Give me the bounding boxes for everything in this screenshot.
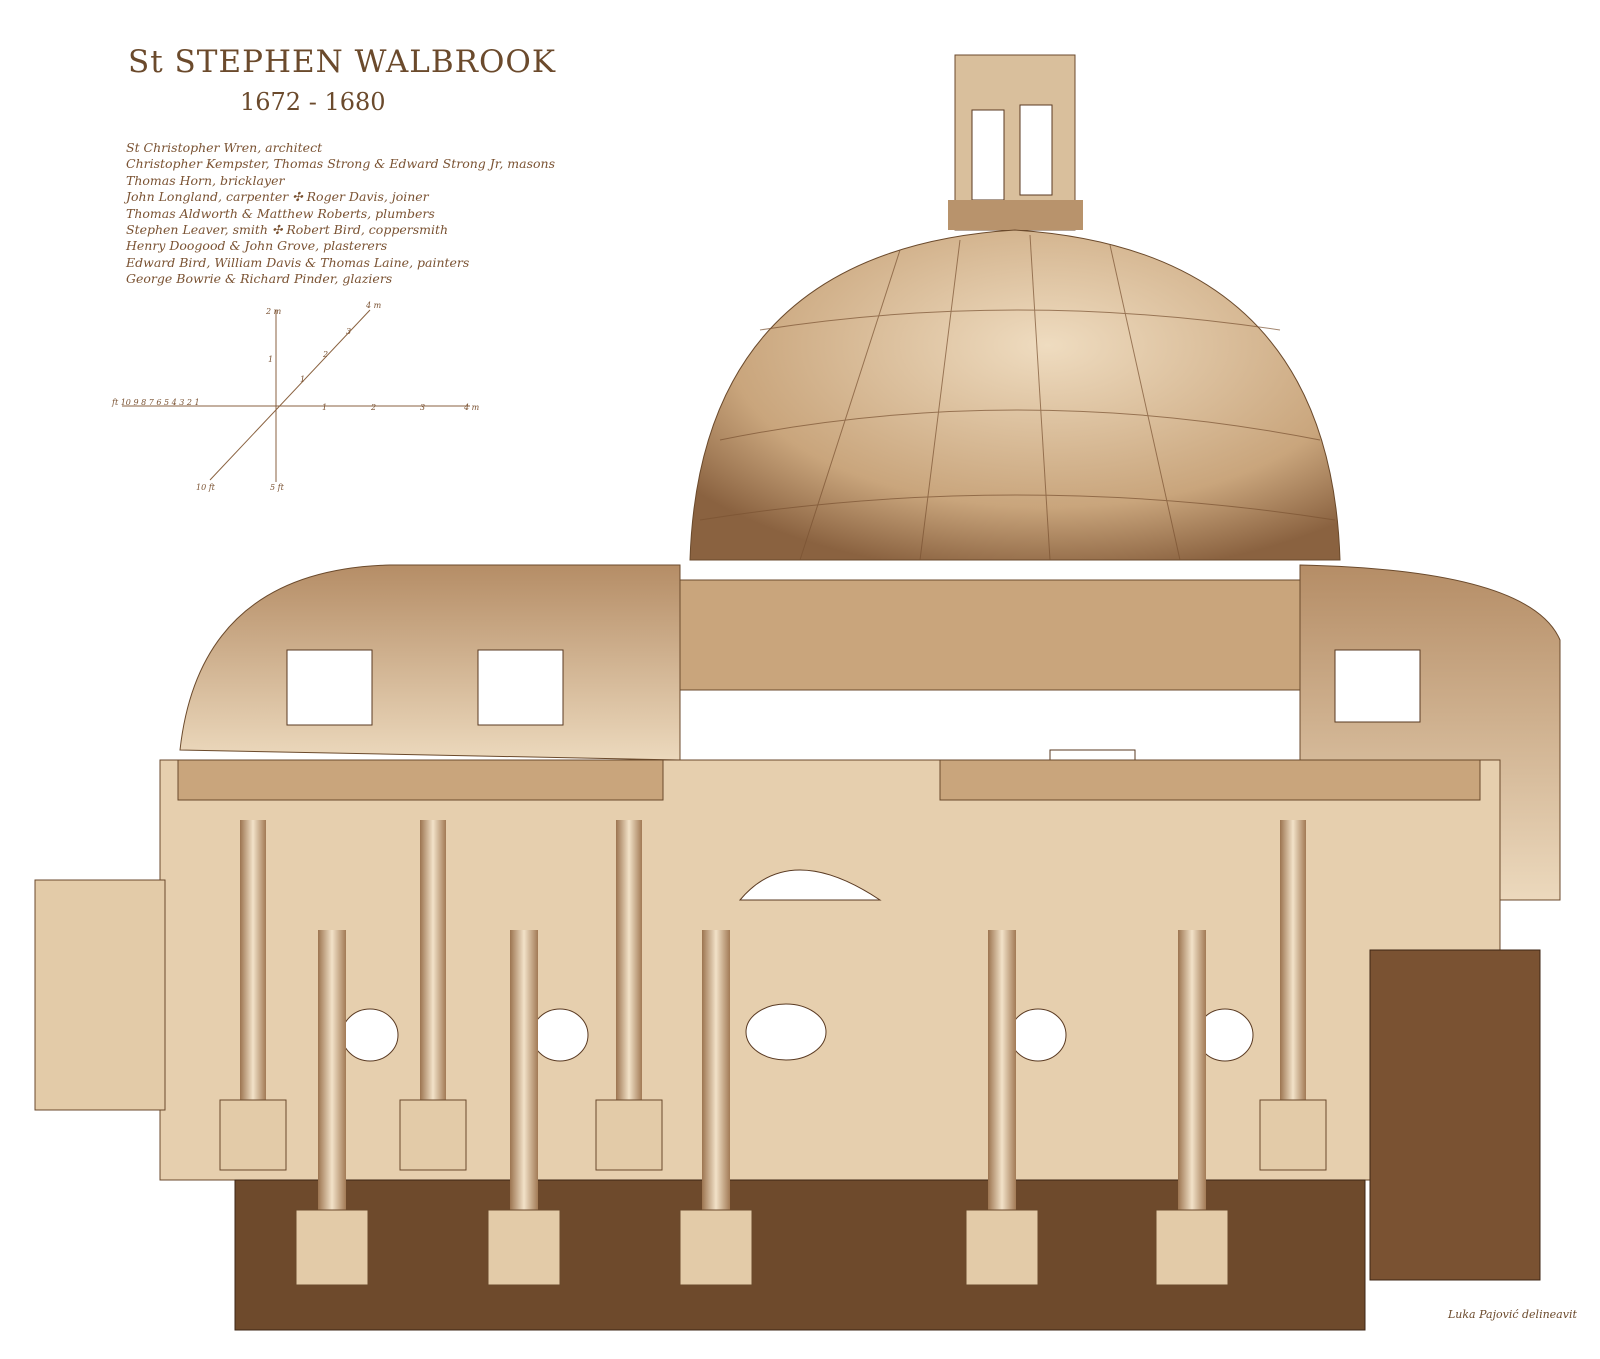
artist-signature: Luka Pajović delineavit [1448, 1308, 1577, 1321]
credit-line: Edward Bird, William Davis & Thomas Lain… [126, 254, 470, 270]
drawing-dates: 1672 - 1680 [240, 88, 386, 116]
scale-diag-tick: 1 [300, 375, 305, 384]
credit-line: Christopher Kempster, Thomas Strong & Ed… [126, 156, 556, 172]
scale-diag-bottom: 10 ft [196, 483, 216, 492]
scale-diag-tick: 2 [322, 350, 328, 359]
left-annex [34, 879, 166, 1111]
credit-line: George Bowrie & Richard Pinder, glaziers [126, 271, 393, 287]
scale-h-tick: 1 [322, 403, 327, 412]
scale-v-top: 2 m [265, 307, 282, 316]
credit-line: Thomas Horn, bricklayer [126, 172, 285, 188]
left-vault [179, 564, 681, 761]
scale-diag-tick: 3 [346, 327, 351, 336]
credit-line: Stephen Leaver, smith ✣ Robert Bird, cop… [126, 222, 449, 238]
columns [219, 820, 1327, 1286]
scale-h-left: ft 10 9 8 7 6 5 4 3 2 1 [111, 398, 200, 407]
lantern [948, 54, 1083, 231]
scale-v-bottom: 5 ft [270, 483, 285, 492]
dome [689, 229, 1341, 561]
scale-h-tick: 2 [370, 403, 376, 412]
drawing-title: St STEPHEN WALBROOK [128, 44, 556, 80]
credit-line: John Longland, carpenter ✣ Roger Davis, … [126, 189, 429, 205]
scale-h-end: 4 m [463, 403, 480, 412]
credit-line: St Christopher Wren, architect [126, 140, 323, 155]
scale-v-mid: 1 [268, 355, 273, 364]
dome-cornice [659, 579, 1361, 691]
credit-line: Henry Doogood & John Grove, plasterers [126, 238, 388, 254]
scale-diag-end: 4 m [365, 301, 382, 310]
credit-line: Thomas Aldworth & Matthew Roberts, plumb… [126, 205, 435, 221]
scale-h-tick: 3 [420, 403, 425, 412]
credits-list: St Christopher Wren, architect Christoph… [126, 140, 555, 288]
